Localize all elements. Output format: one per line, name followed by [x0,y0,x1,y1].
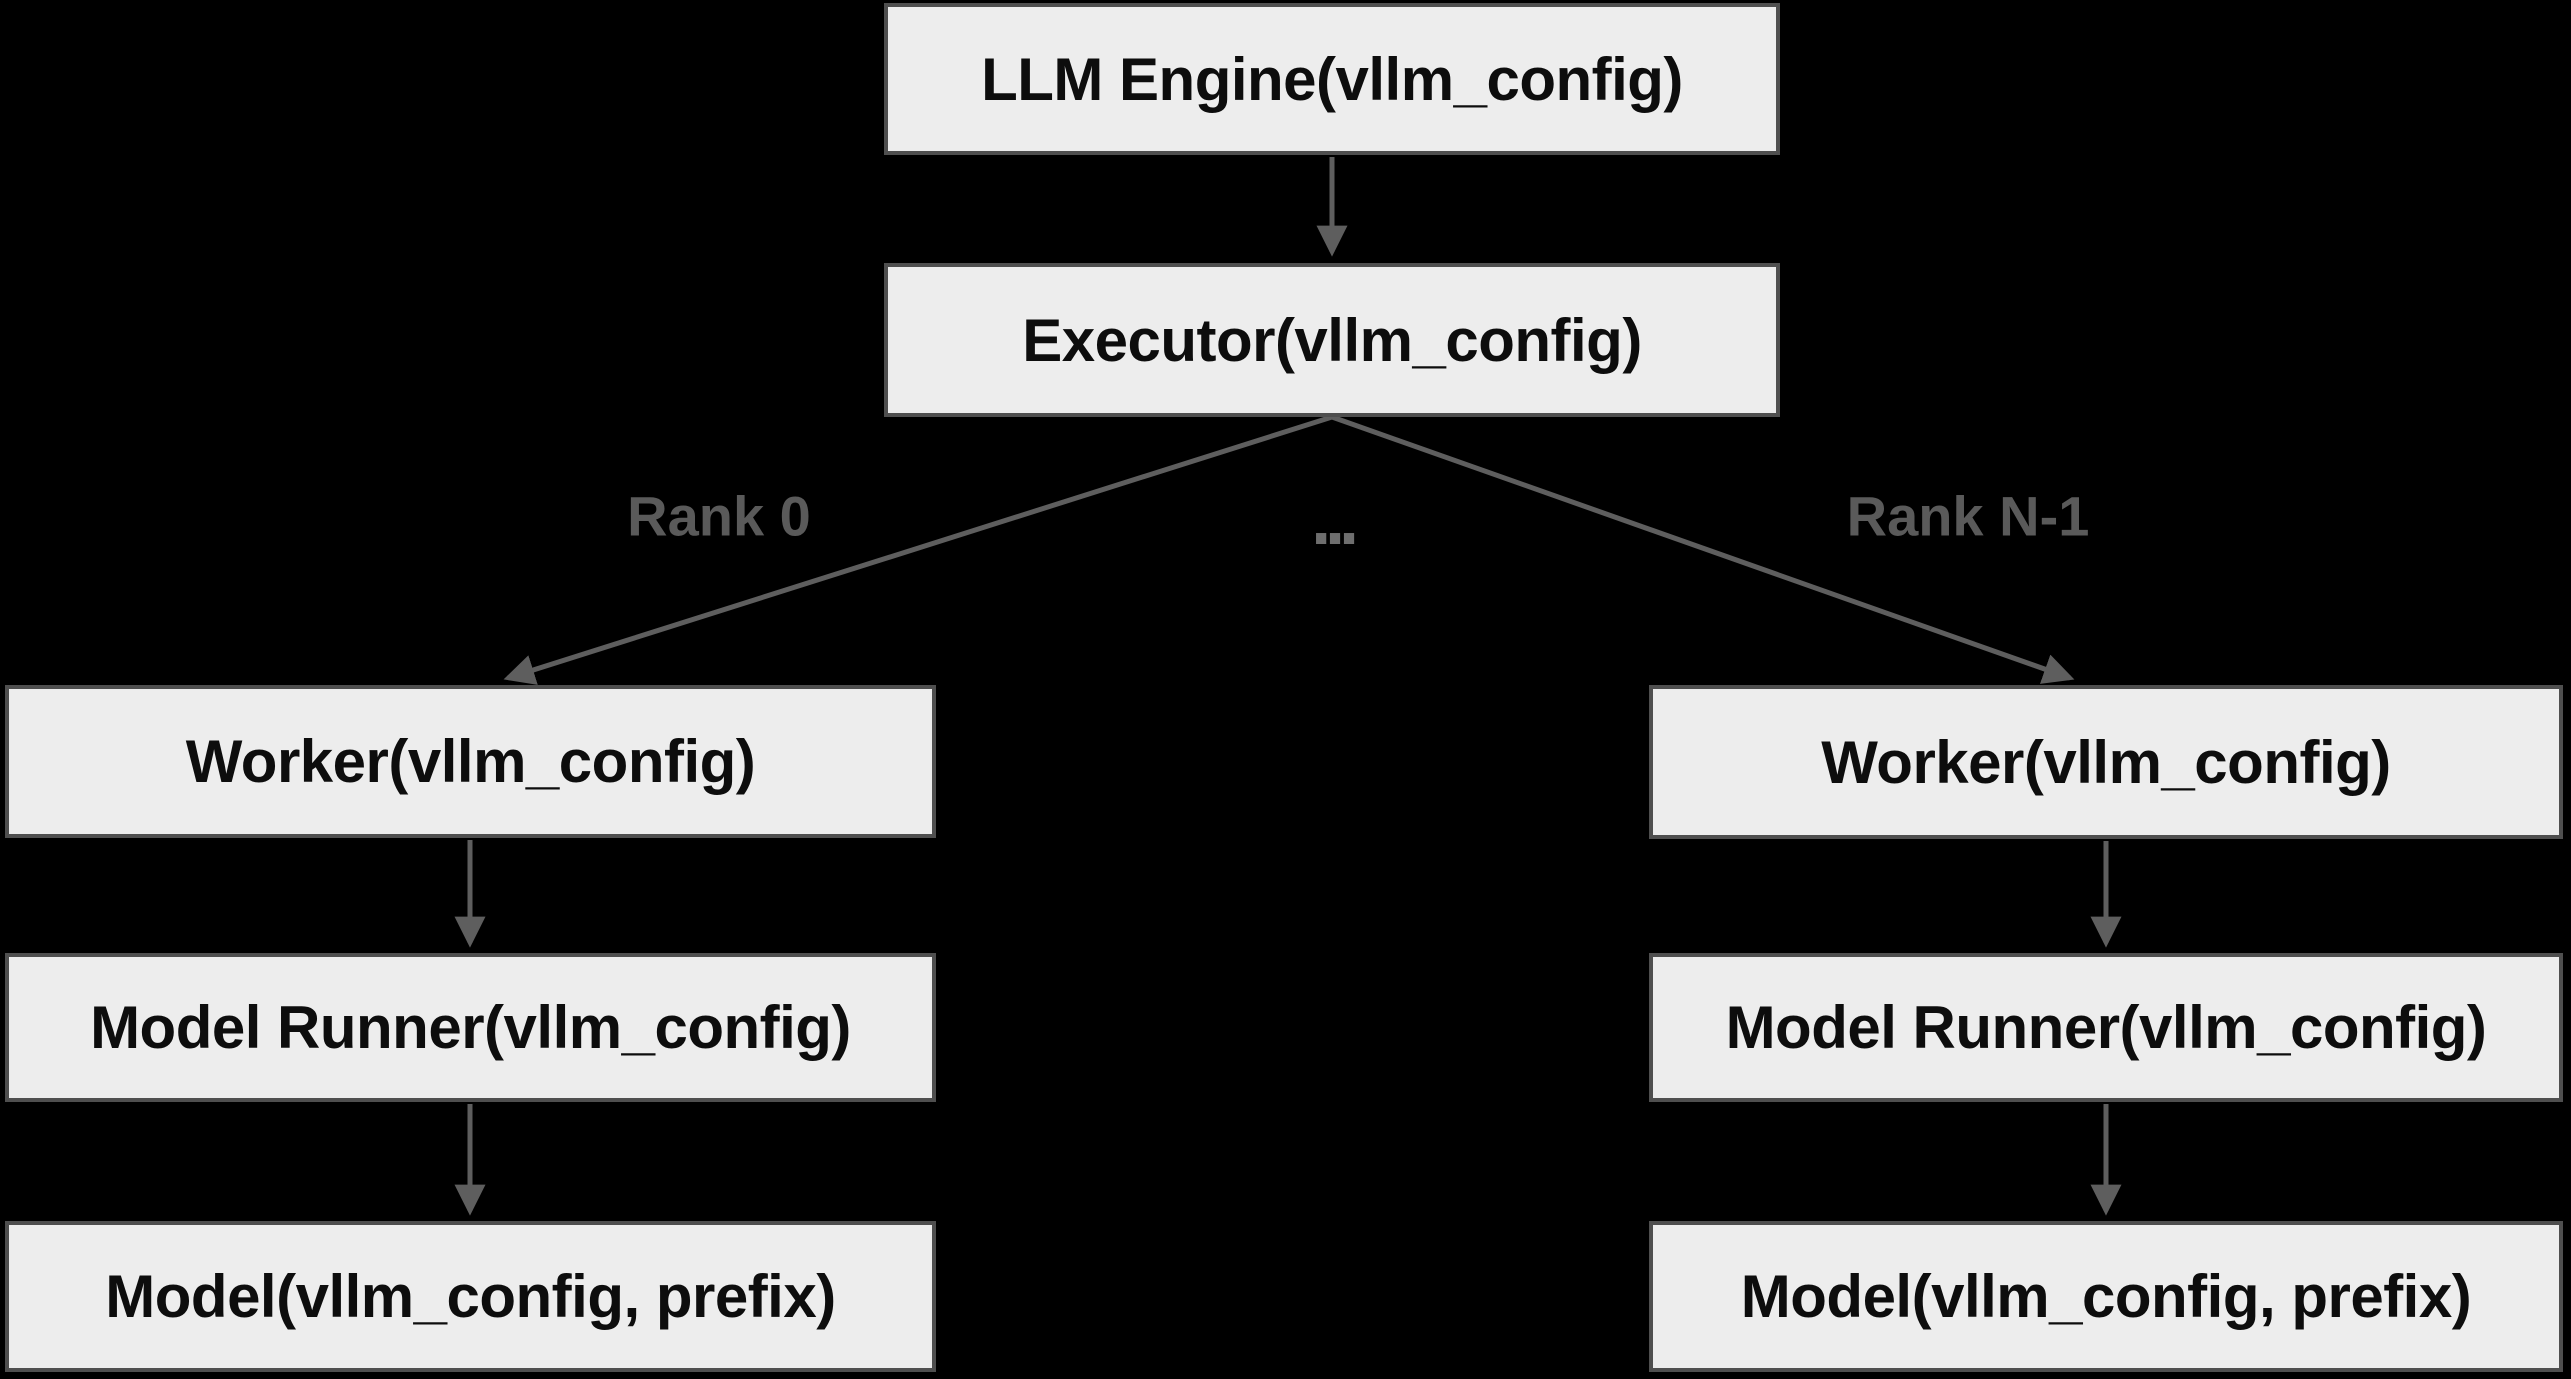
node-executor: Executor(vllm_config) [884,263,1780,417]
node-worker-rank-n-1: Worker(vllm_config) [1649,685,2563,839]
node-model-rank-0-label: Model(vllm_config, prefix) [105,1263,836,1330]
edge-executor-to-worker-rank-0 [503,414,1333,685]
node-model-rank-n-1: Model(vllm_config, prefix) [1649,1221,2563,1372]
node-model-rank-n-1-label: Model(vllm_config, prefix) [1740,1263,2472,1330]
node-worker-rank-0: Worker(vllm_config) [5,685,936,838]
edge-executor-to-worker-rank-n-1 [1331,414,2075,684]
node-model-runner-rank-0-label: Model Runner(vllm_config) [90,994,851,1061]
node-model-runner-rank-0: Model Runner(vllm_config) [5,953,936,1102]
edge-label-rank-0: Rank 0 [627,484,811,548]
node-model-runner-rank-n-1: Model Runner(vllm_config) [1649,953,2563,1102]
edge-label-ellipsis: ... [1310,490,1360,558]
node-llm-engine-label: LLM Engine(vllm_config) [981,45,1683,113]
node-llm-engine: LLM Engine(vllm_config) [884,3,1780,155]
node-worker-rank-n-1-label: Worker(vllm_config) [1821,728,2391,796]
node-model-runner-rank-n-1-label: Model Runner(vllm_config) [1725,994,2487,1061]
node-worker-rank-0-label: Worker(vllm_config) [185,728,756,795]
node-executor-label: Executor(vllm_config) [1022,306,1642,374]
node-model-rank-0: Model(vllm_config, prefix) [5,1221,936,1372]
edge-label-rank-n-1: Rank N-1 [1846,484,2090,548]
